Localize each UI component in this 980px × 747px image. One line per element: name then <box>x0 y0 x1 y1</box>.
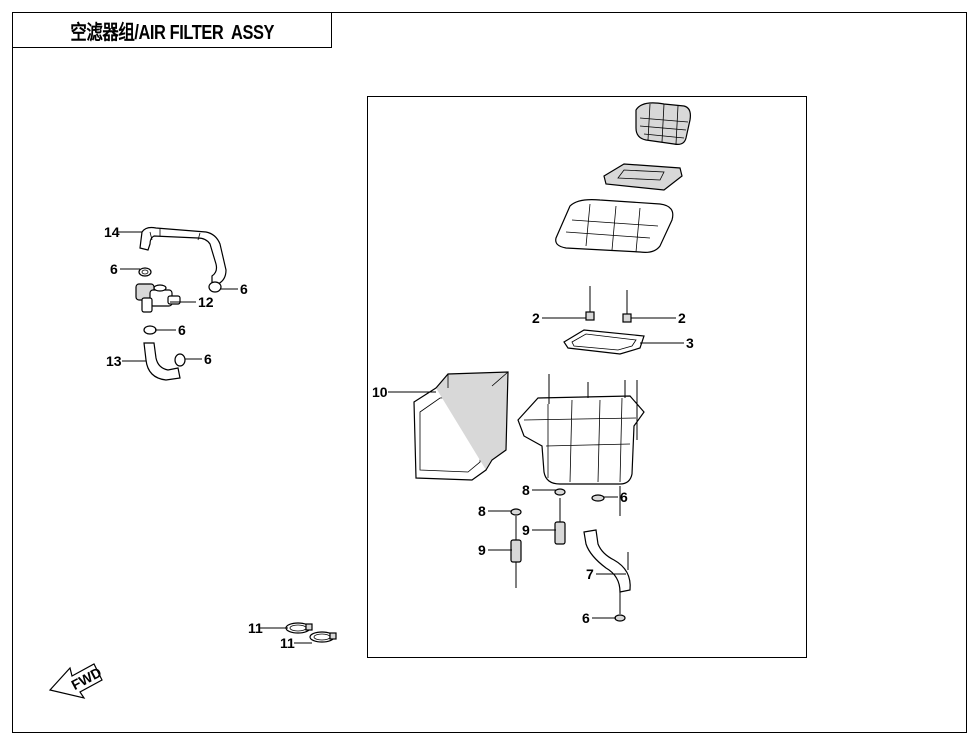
page-title: 空滤器组/AIR FILTER ASSY <box>70 21 274 44</box>
breather-hose-14 <box>139 226 227 285</box>
hose-13 <box>143 342 181 381</box>
callout-8: 8 <box>522 482 530 498</box>
clamp-6b <box>208 281 222 293</box>
callout-11: 11 <box>280 635 295 651</box>
callout-6: 6 <box>110 261 118 277</box>
drain-tube-9a <box>554 498 566 545</box>
clamp-6f <box>614 592 626 622</box>
callout-13: 13 <box>106 353 122 369</box>
callout-6: 6 <box>582 610 590 626</box>
callout-9: 9 <box>522 522 530 538</box>
clamp-6d <box>174 353 186 367</box>
callout-14: 14 <box>104 224 120 240</box>
callout-6: 6 <box>178 322 186 338</box>
clamp-6e <box>591 486 621 516</box>
fwd-arrow-icon: FWD <box>48 663 104 699</box>
intake-duct <box>635 102 691 145</box>
title-box: 空滤器组/AIR FILTER ASSY <box>12 12 332 48</box>
drain-clamp-8b <box>510 508 522 516</box>
drain-clamp-8a <box>554 488 566 496</box>
clamp-6c <box>143 325 157 335</box>
clamp-6a <box>138 267 152 277</box>
callout-9: 9 <box>478 542 486 558</box>
callout-6: 6 <box>204 351 212 367</box>
clamp-11a <box>285 622 313 634</box>
callout-10: 10 <box>372 384 388 400</box>
valve-12 <box>135 283 181 313</box>
callout-6: 6 <box>240 281 248 297</box>
bolt-2a <box>585 286 595 321</box>
callout-3: 3 <box>686 335 694 351</box>
callout-2: 2 <box>678 310 686 326</box>
callout-6: 6 <box>620 489 628 505</box>
air-filter-cover-plate <box>603 163 683 191</box>
clamp-11b <box>309 631 337 643</box>
air-box-lower <box>517 374 645 485</box>
gasket-3 <box>563 329 645 355</box>
air-filter-element-10 <box>413 371 509 481</box>
hose-7 <box>583 529 631 593</box>
callout-7: 7 <box>586 566 594 582</box>
air-box-lid <box>555 199 674 253</box>
bolt-2b <box>622 290 632 323</box>
callout-2: 2 <box>532 310 540 326</box>
assembly-detail-box <box>367 96 807 658</box>
drawing-frame <box>12 12 967 733</box>
callout-12: 12 <box>198 294 214 310</box>
drain-tube-9b <box>510 516 522 588</box>
callout-11: 11 <box>248 620 263 636</box>
callout-8: 8 <box>478 503 486 519</box>
